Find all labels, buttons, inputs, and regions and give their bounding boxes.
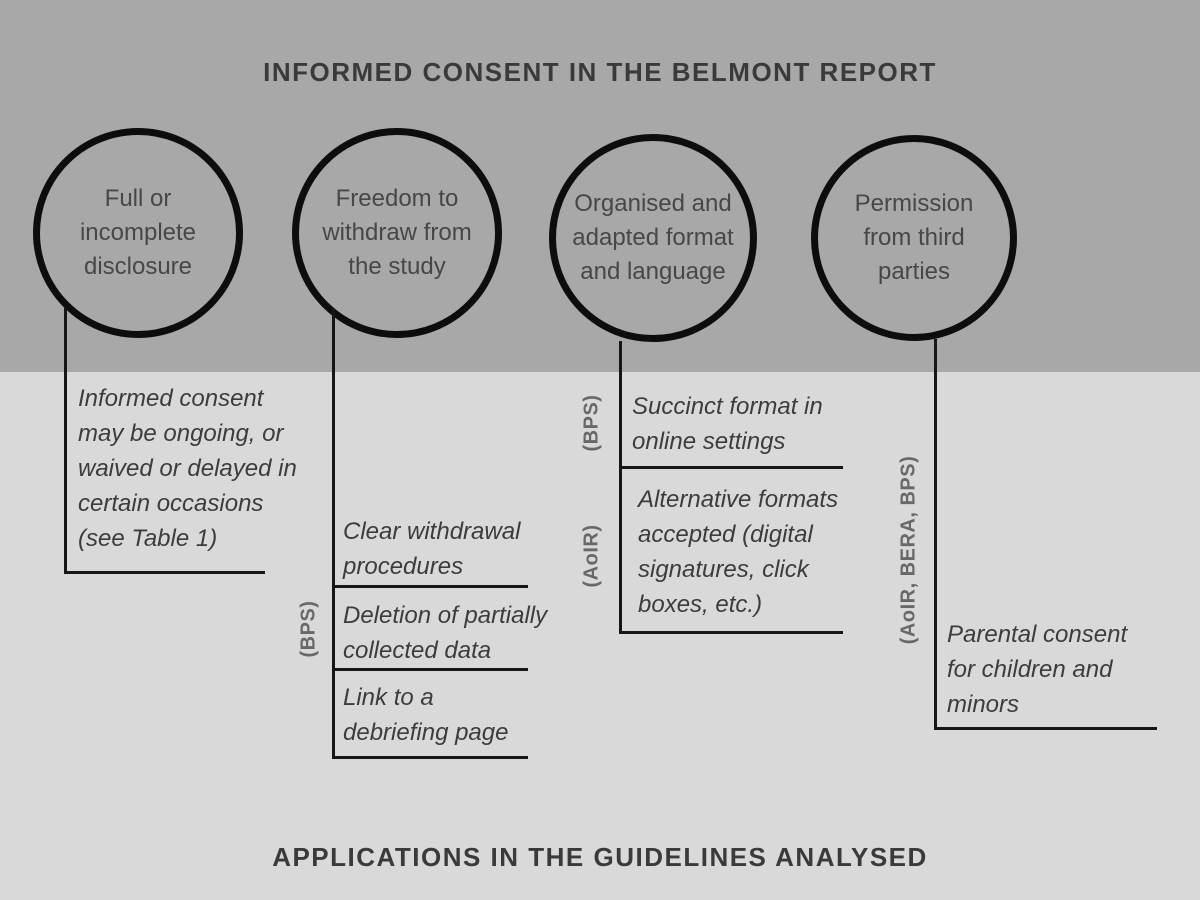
footer-title: APPLICATIONS IN THE GUIDELINES ANALYSED bbox=[272, 842, 928, 872]
connector-format-vline bbox=[619, 341, 622, 634]
note-third-party: Parental consent for children and minors bbox=[947, 621, 1128, 718]
underline-format-2 bbox=[619, 631, 843, 634]
note-withdraw-item: Link to a debriefing page bbox=[343, 684, 509, 746]
underline-withdraw-1 bbox=[332, 585, 528, 588]
note-format-item: Alternative formats accepted (digital si… bbox=[638, 486, 839, 618]
connector-disclosure-hline bbox=[64, 571, 265, 574]
note-withdraw-item: Clear withdrawal procedures bbox=[343, 518, 521, 580]
note-withdraw-item: Deletion of partially collected data bbox=[343, 602, 548, 664]
source-label-format-aoir: (AoIR) bbox=[580, 524, 603, 588]
connector-disclosure-vline bbox=[64, 308, 67, 574]
connector-withdraw-vline bbox=[332, 309, 335, 759]
circle-format: Organised and adapted format and languag… bbox=[549, 134, 757, 342]
underline-format-1 bbox=[619, 466, 843, 469]
note-format-item: Succinct format in online settings bbox=[632, 393, 823, 455]
source-label-third-party: (AoIR, BERA, BPS) bbox=[897, 455, 920, 645]
connector-third-party-vline bbox=[934, 339, 937, 730]
source-label-format-bps: (BPS) bbox=[580, 394, 603, 452]
note-disclosure: Informed consent may be ongoing, or waiv… bbox=[78, 385, 297, 552]
circle-disclosure: Full or incomplete disclosure bbox=[33, 128, 243, 338]
underline-withdraw-3 bbox=[332, 756, 528, 759]
diagram-title: INFORMED CONSENT IN THE BELMONT REPORT bbox=[263, 57, 937, 87]
source-label-withdraw: (BPS) bbox=[297, 600, 320, 658]
underline-withdraw-2 bbox=[332, 668, 528, 671]
circle-third-party: Permission from third parties bbox=[811, 135, 1017, 341]
circle-withdraw: Freedom to withdraw from the study bbox=[292, 128, 502, 338]
connector-third-party-hline bbox=[934, 727, 1157, 730]
